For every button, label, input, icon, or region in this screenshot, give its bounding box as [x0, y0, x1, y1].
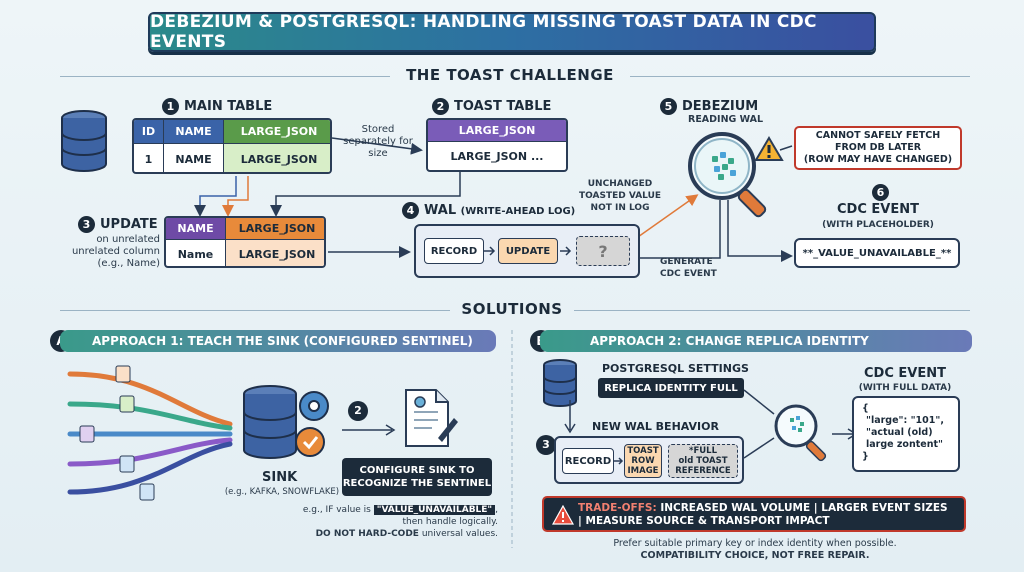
- warning-icon: [552, 505, 574, 525]
- divider: [60, 76, 390, 77]
- table-cell: LARGE_JSON: [224, 144, 330, 172]
- event-stream-arrows: [67, 365, 233, 501]
- warning-icon: [754, 136, 784, 161]
- prefer-note: Prefer suitable primary key or index ide…: [613, 538, 897, 549]
- storage-note: Stored separately for size: [343, 124, 413, 159]
- arrow-right-icon: [342, 424, 396, 436]
- tradeoffs-text: TRADE-OFFS: INCREASED WAL VOLUME | LARGE…: [578, 502, 948, 527]
- step-number: 5: [660, 98, 677, 115]
- arrow-right-icon: [614, 457, 624, 465]
- tradeoffs-box: TRADE-OFFS: INCREASED WAL VOLUME | LARGE…: [542, 496, 966, 532]
- cdc-event-label: CDC EVENT: [837, 202, 919, 217]
- sink-label: SINK: [262, 470, 298, 485]
- divider: [574, 310, 970, 311]
- toast-row-image: TOAST ROW IMAGE: [624, 444, 662, 478]
- new-wal-record: RECORD: [562, 448, 614, 474]
- challenge-heading: THE TOAST CHALLENGE: [406, 66, 614, 84]
- cdc-event-value: **_VALUE_UNAVAILABLE_**: [794, 238, 960, 268]
- table-cell: Name: [166, 240, 226, 266]
- table-cell: 1: [134, 144, 164, 172]
- header-cell-json: LARGE_JSON: [428, 120, 566, 142]
- header-cell-name: NAME: [164, 120, 224, 144]
- config-document-icon: [405, 389, 458, 447]
- update-note: on unrelated unrelated column (e.g., Nam…: [71, 234, 160, 269]
- cdc-full-label: CDC EVENT: [864, 366, 946, 381]
- header-cell-json: LARGE_JSON: [226, 218, 324, 240]
- toast-table: LARGE_JSON LARGE_JSON ...: [426, 118, 568, 172]
- table-cell: LARGE_JSON: [226, 240, 324, 266]
- update-table: NAME LARGE_JSON Name LARGE_JSON: [164, 216, 326, 268]
- step-number: 3: [78, 216, 95, 233]
- approach-1-title: APPROACH 1: TEACH THE SINK (CONFIGURED S…: [60, 330, 496, 352]
- replica-identity-setting: REPLICA IDENTITY FULL: [598, 378, 744, 398]
- wal-record: RECORD: [424, 238, 484, 264]
- header-cell-id: ID: [134, 120, 164, 144]
- sentinel-example: e.g., IF value is "VALUE_UNAVAILABLE", t…: [302, 505, 498, 539]
- compatibility-note: COMPATIBILITY CHOICE, NOT FREE REPAIR.: [640, 550, 870, 561]
- header-cell-name: NAME: [166, 218, 226, 240]
- step-number: 2: [432, 98, 449, 115]
- magnifier-icon: [688, 132, 767, 218]
- step-number: 3: [536, 434, 556, 455]
- fetch-warning: CANNOT SAFELY FETCH FROM DB LATER (ROW M…: [794, 126, 962, 170]
- postgres-database-icon: [543, 359, 577, 407]
- magnifier-icon: [774, 404, 827, 462]
- step-number: 2: [348, 400, 368, 421]
- arrow-right-icon: [560, 246, 572, 256]
- cdc-event-sub: (WITH PLACEHOLDER): [822, 220, 934, 230]
- page-title: DEBEZIUM & POSTGRESQL: HANDLING MISSING …: [150, 12, 817, 52]
- generate-note: GENERATE CDC EVENT: [660, 257, 717, 279]
- database-icon: [61, 110, 107, 172]
- step-number: 6: [872, 184, 889, 201]
- new-wal-box: RECORD TOAST ROW IMAGE *FULL old TOAST R…: [554, 436, 744, 484]
- cdc-full-sub: (WITH FULL DATA): [858, 383, 952, 393]
- step-3-badge: 3: [536, 434, 561, 455]
- table-cell: NAME: [164, 144, 224, 172]
- sink-sub: (e.g., KAFKA, SNOWFLAKE): [224, 487, 340, 497]
- approach-2-title: APPROACH 2: CHANGE REPLICA IDENTITY: [540, 330, 972, 352]
- divider: [60, 310, 450, 311]
- cdc-full-json: { "large": "101", "actual (old) large zo…: [852, 396, 960, 472]
- configure-sink-box: CONFIGURE SINK TO RECOGNIZE THE SENTINEL: [342, 458, 492, 496]
- divider: [630, 76, 970, 77]
- missing-value-placeholder: ?: [576, 236, 630, 266]
- header-cell-json: LARGE_JSON: [224, 120, 330, 144]
- arrow-down-icon: [564, 400, 576, 434]
- step-number: 4: [402, 202, 419, 219]
- table-cell: LARGE_JSON ...: [450, 149, 544, 163]
- step-2-badge: 2: [348, 400, 373, 421]
- full-toast-reference: *FULL old TOAST REFERENCE: [668, 444, 738, 478]
- sink-database-icon: [243, 385, 329, 459]
- unchanged-note: UNCHANGED TOASTED VALUE NOT IN LOG: [578, 179, 662, 213]
- wal-update: UPDATE: [498, 238, 558, 264]
- main-table: ID NAME LARGE_JSON 1 NAME LARGE_JSON: [132, 118, 332, 174]
- solutions-heading: SOLUTIONS: [461, 300, 563, 318]
- postgres-settings-label: POSTGRESQL SETTINGS: [602, 362, 749, 375]
- debezium-sub: READING WAL: [688, 114, 764, 125]
- new-wal-label: NEW WAL BEHAVIOR: [592, 420, 719, 433]
- wal-box: RECORD UPDATE ?: [414, 224, 640, 278]
- title-banner: DEBEZIUM & POSTGRESQL: HANDLING MISSING …: [148, 12, 876, 52]
- arrow-right-icon: [484, 246, 496, 256]
- step-number-6: 6: [872, 182, 894, 201]
- step-number: 1: [162, 98, 179, 115]
